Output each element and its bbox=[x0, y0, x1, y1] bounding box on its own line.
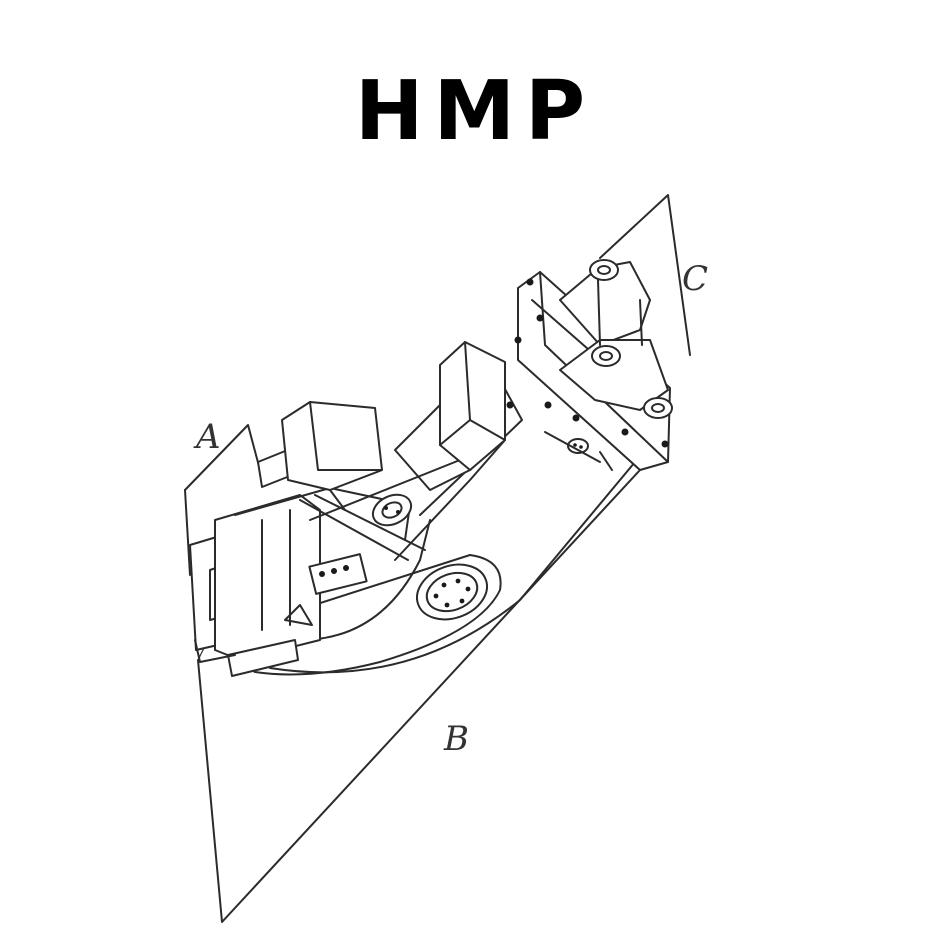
callout-panel-a bbox=[184, 424, 261, 576]
callout-label-c: C bbox=[682, 259, 708, 299]
brand-logo-text: HMP bbox=[354, 64, 596, 159]
pivot-boss bbox=[371, 493, 413, 527]
mid-box bbox=[439, 341, 506, 471]
lower-housing bbox=[189, 487, 411, 677]
pin-lugs bbox=[559, 259, 673, 419]
callout-panel-c bbox=[599, 194, 691, 356]
callout-label-a: A bbox=[193, 417, 221, 457]
arm-hub bbox=[416, 563, 488, 621]
lower-bolts bbox=[544, 431, 613, 471]
upper-block bbox=[257, 401, 383, 511]
callout-label-b: B bbox=[443, 719, 469, 759]
